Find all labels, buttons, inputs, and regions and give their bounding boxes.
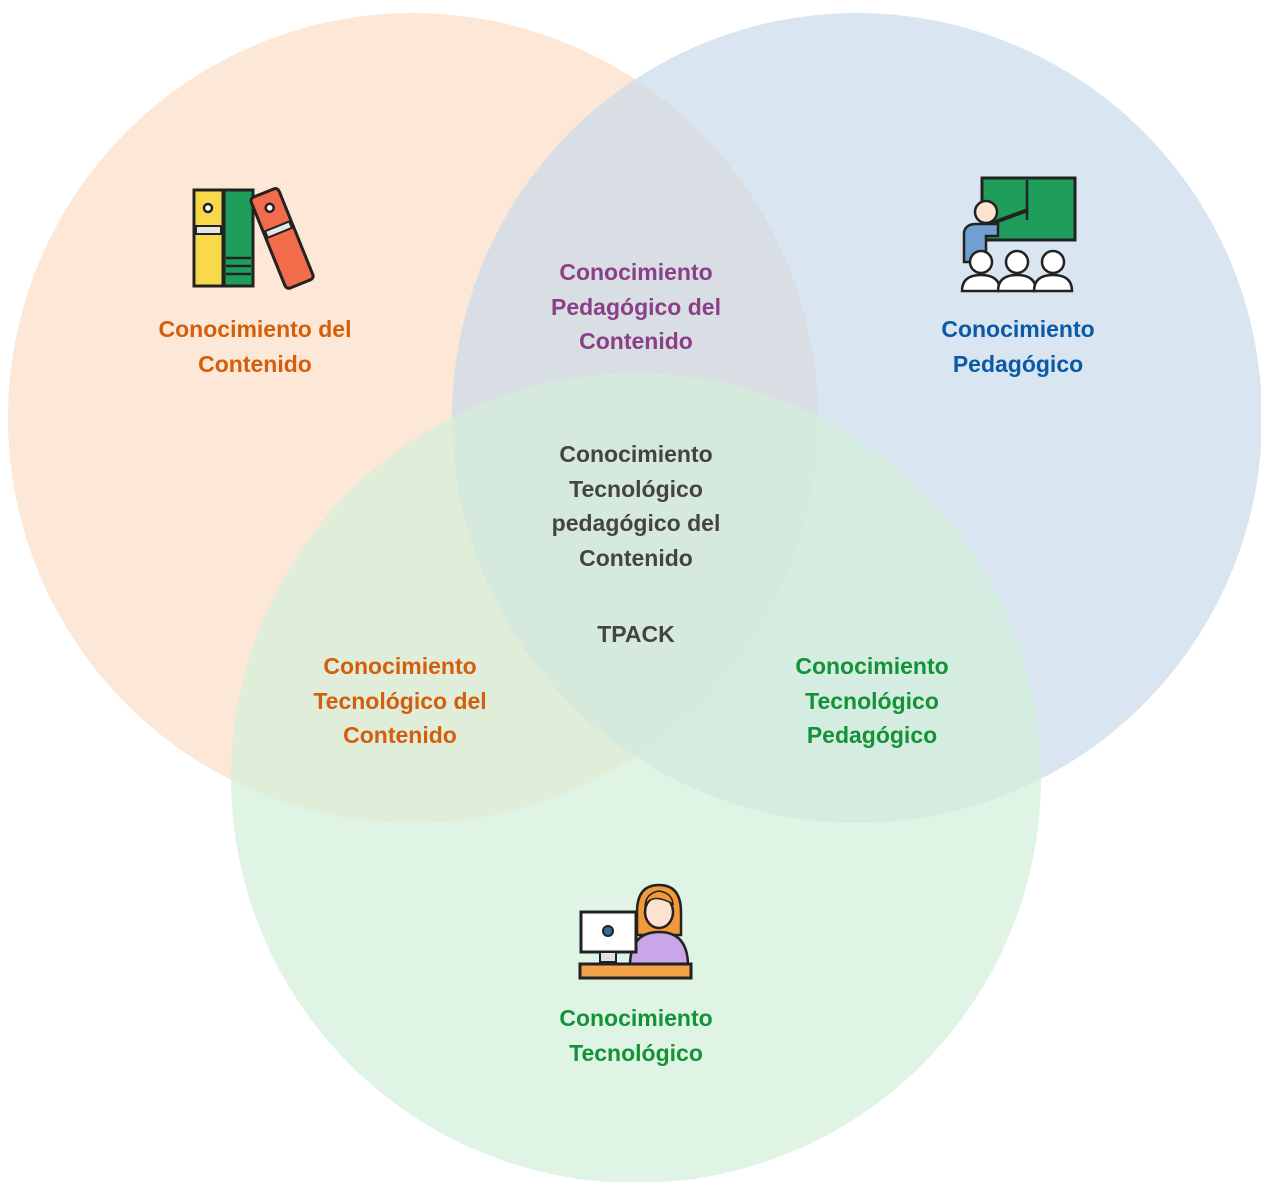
content-knowledge-label: Conocimiento del Contenido xyxy=(158,316,352,377)
technological-knowledge-label: Conocimiento Tecnológico xyxy=(559,1005,713,1066)
technological-content-knowledge-label: Conocimiento Tecnológico del Contenido xyxy=(313,653,487,748)
tpack-label: Conocimiento Tecnológico pedagógico del … xyxy=(551,441,721,571)
books-icon xyxy=(192,187,315,290)
pedagogical-knowledge-label: Conocimiento Pedagógico xyxy=(941,316,1095,377)
teacher-classroom-icon xyxy=(960,176,1077,293)
technological-pedagogical-knowledge-label: Conocimiento Tecnológico Pedagógico xyxy=(795,653,949,748)
tpack-acronym: TPACK xyxy=(597,621,675,647)
technological-knowledge-circle xyxy=(231,373,1041,1182)
person-computer-icon xyxy=(578,883,693,980)
pedagogical-content-knowledge-label: Conocimiento Pedagógico del Contenido xyxy=(551,259,721,354)
